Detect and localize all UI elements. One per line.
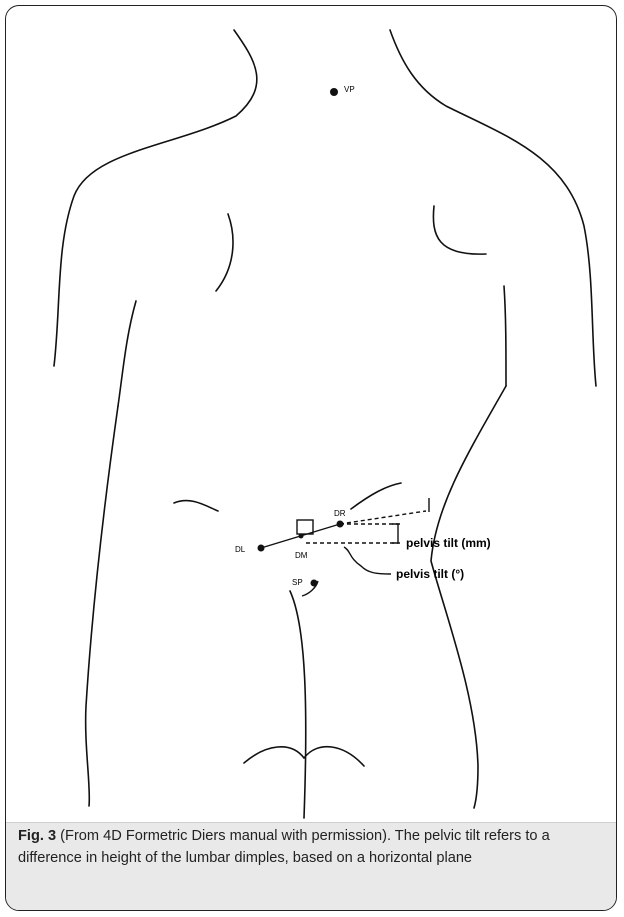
vp-label: VP — [344, 85, 355, 94]
angle-leader-line — [344, 547, 391, 574]
dm-label: DM — [295, 551, 308, 560]
tilt-bracket — [392, 524, 398, 543]
dl-label: DL — [235, 545, 246, 554]
gluteal-cleft — [290, 591, 306, 818]
pelvis-tilt-mm-label: pelvis tilt (mm) — [406, 536, 491, 550]
tilt-extension-line — [340, 511, 426, 524]
caption-figure-label: Fig. 3 — [18, 828, 56, 844]
right-gluteal-fold — [304, 747, 364, 766]
sp-dot — [311, 580, 318, 587]
vp-dot — [330, 88, 338, 96]
right-hip-line — [351, 483, 401, 509]
left-gluteal-fold — [244, 747, 304, 763]
right-torso-side — [431, 386, 506, 808]
body-outline-drawing: VP DR DL DM SP pelvis tilt (mm) pelvis t… — [6, 6, 617, 911]
left-neck-shoulder-line — [54, 30, 257, 366]
right-inner-arm-line — [504, 286, 506, 386]
angle-marker-box — [297, 520, 313, 534]
left-torso-side — [86, 406, 118, 806]
dl-dot — [258, 545, 265, 552]
dm-dot — [299, 534, 304, 539]
figure-caption: Fig. 3 (From 4D Formetric Diers manual w… — [18, 825, 610, 869]
dr-label: DR — [334, 509, 346, 518]
right-neck-shoulder-line — [390, 30, 596, 386]
left-inner-arm-line — [118, 301, 136, 406]
pelvis-tilt-deg-label: pelvis tilt (°) — [396, 567, 464, 581]
caption-body: (From 4D Formetric Diers manual with per… — [18, 828, 550, 866]
right-scapula-line — [433, 206, 486, 254]
dr-dot — [337, 521, 344, 528]
left-hip-line — [174, 501, 218, 511]
figure-frame: VP DR DL DM SP pelvis tilt (mm) pelvis t… — [5, 5, 617, 911]
sp-label: SP — [292, 578, 303, 587]
left-scapula-line — [216, 214, 233, 291]
